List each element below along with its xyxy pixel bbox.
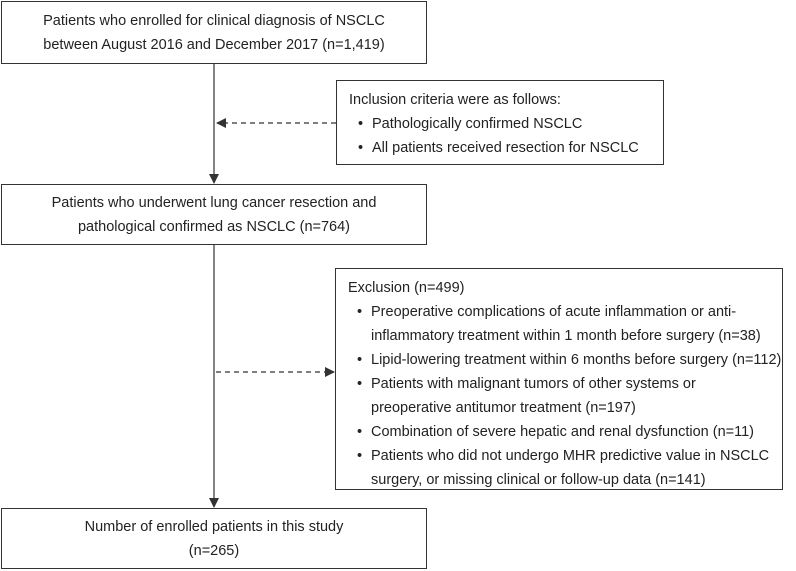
resection-line-1: Patients who underwent lung cancer resec… bbox=[51, 194, 377, 211]
exclusion-list: • Preoperative complications of acute in… bbox=[348, 300, 781, 492]
bullet-icon: • bbox=[357, 376, 363, 392]
enrollment-line-1: Patients who enrolled for clinical diagn… bbox=[43, 12, 385, 29]
bullet-icon: • bbox=[357, 304, 363, 320]
bullet-icon: • bbox=[358, 140, 364, 156]
bullet-icon: • bbox=[357, 424, 363, 440]
inclusion-heading: Inclusion criteria were as follows: bbox=[349, 92, 561, 108]
final-cohort-line-1: Number of enrolled patients in this stud… bbox=[84, 518, 344, 535]
enrollment-line-2: between August 2016 and December 2017 (n… bbox=[43, 36, 385, 53]
bullet-icon: • bbox=[357, 448, 363, 464]
exclusion-criteria-box: Exclusion (n=499) • Preoperative complic… bbox=[335, 268, 783, 490]
final-cohort-line-2: (n=265) bbox=[188, 542, 240, 559]
exclusion-item: • Lipid-lowering treatment within 6 mont… bbox=[348, 348, 781, 372]
exclusion-item: • Patients with malignant tumors of othe… bbox=[348, 372, 772, 420]
resection-line-2: pathological confirmed as NSCLC (n=764) bbox=[77, 218, 351, 235]
inclusion-item: • Pathologically confirmed NSCLC bbox=[349, 112, 653, 136]
exclusion-item: • Combination of severe hepatic and rena… bbox=[348, 420, 772, 444]
bullet-icon: • bbox=[358, 116, 364, 132]
exclusion-item: • Preoperative complications of acute in… bbox=[348, 300, 772, 348]
inclusion-criteria-box: Inclusion criteria were as follows: • Pa… bbox=[336, 80, 664, 165]
inclusion-list: • Pathologically confirmed NSCLC • All p… bbox=[349, 112, 653, 160]
exclusion-item: • Patients who did not undergo MHR predi… bbox=[348, 444, 772, 492]
exclusion-heading: Exclusion (n=499) bbox=[348, 280, 465, 296]
bullet-icon: • bbox=[357, 352, 363, 368]
inclusion-item: • All patients received resection for NS… bbox=[349, 136, 653, 160]
resection-box: Patients who underwent lung cancer resec… bbox=[1, 184, 427, 245]
enrollment-box: Patients who enrolled for clinical diagn… bbox=[1, 1, 427, 64]
final-cohort-box: Number of enrolled patients in this stud… bbox=[1, 508, 427, 569]
